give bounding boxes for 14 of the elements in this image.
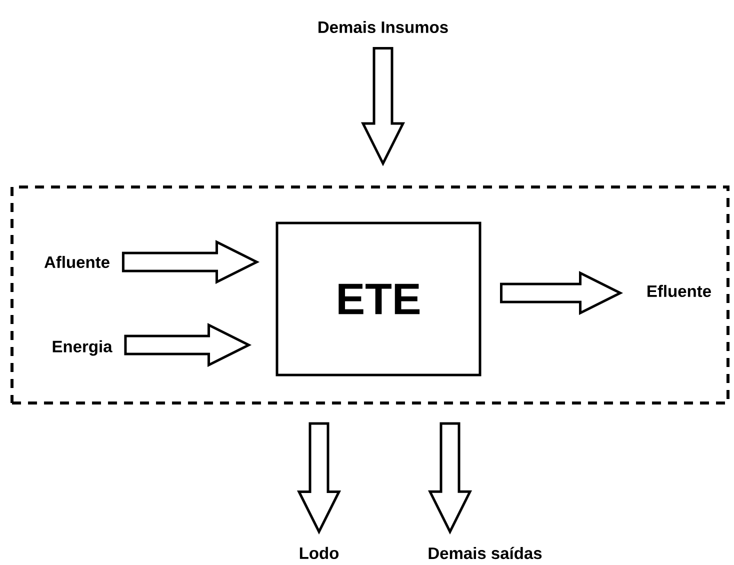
block-arrow (360, 47, 406, 166)
flow-label: Lodo (300, 546, 339, 560)
block-arrow (428, 422, 472, 534)
block-arrow (124, 322, 252, 367)
flow-label: Demais saídas (428, 546, 542, 560)
flow-label: Afluente (44, 256, 110, 268)
block-arrow (500, 270, 624, 316)
flow-label: Efluente (648, 284, 711, 298)
system-boundary (10, 186, 730, 404)
block-arrow (122, 240, 260, 284)
process-box: ETE (276, 222, 482, 376)
block-arrow (296, 422, 342, 535)
flow-label: Demais Insumos (318, 20, 448, 34)
flow-label: Energia (52, 340, 112, 356)
